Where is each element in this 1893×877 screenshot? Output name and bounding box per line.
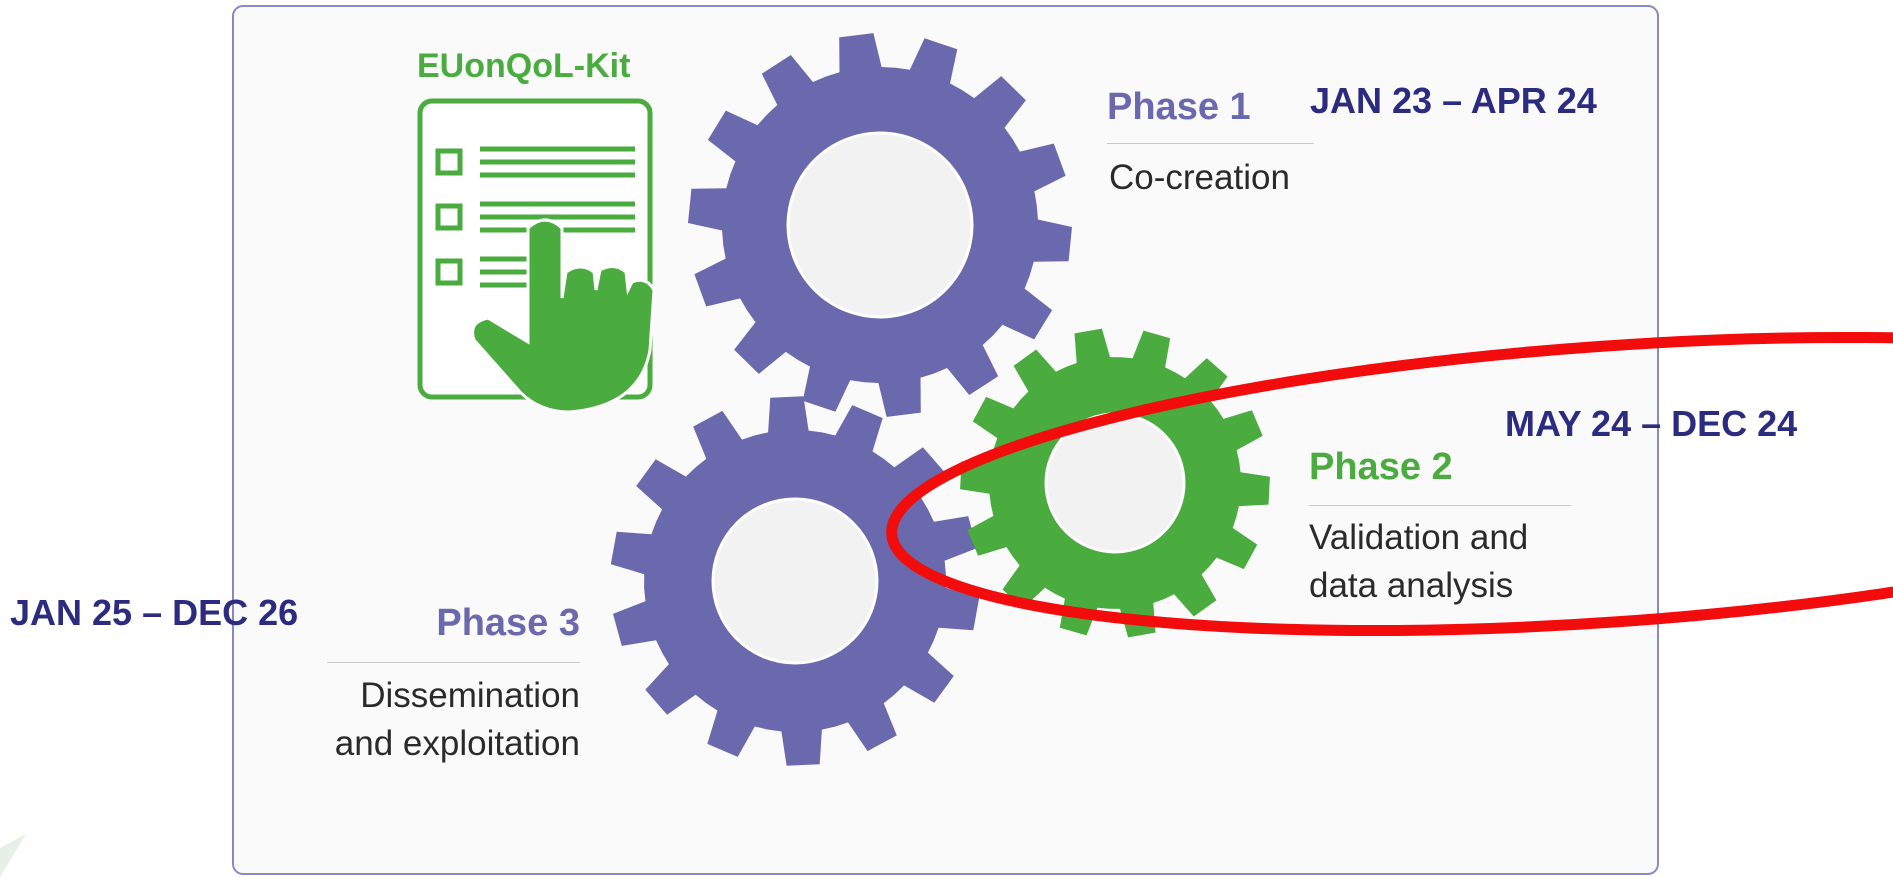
phase2-dates: MAY 24 – DEC 24 [1505,403,1798,444]
phase3-dates: JAN 25 – DEC 26 [10,592,299,633]
gear-phase2-icon [960,328,1270,638]
gear-phase3-icon [610,396,980,766]
phase3-description-line: and exploitation [334,724,580,763]
phase2-description-line: data analysis [1309,566,1514,605]
corner-decoration [0,834,26,877]
gear-phase1-icon [688,33,1072,417]
phase3-description-line: Dissemination [360,676,580,715]
phase1-dates: JAN 23 – APR 24 [1310,80,1597,121]
phase1-title: Phase 1 [1107,86,1251,128]
phase1-description-line: Co-creation [1109,158,1290,197]
phase1-description: Co-creation [1109,154,1290,202]
phase2-description: Validation and data analysis [1309,514,1528,610]
phase3-description: Dissemination and exploitation [335,672,580,768]
pointing-hand-icon [471,218,656,414]
phase2-description-line: Validation and [1309,518,1529,557]
brand-title: EUonQoL-Kit [417,47,631,85]
phase2-divider [1309,505,1571,506]
list-lines [480,146,635,288]
checkbox-icons [435,148,463,286]
highlight-ellipse [886,331,1893,637]
phase3-divider [327,662,580,663]
phase3-title: Phase 3 [436,602,580,644]
phase1-divider [1107,143,1314,144]
phase2-title: Phase 2 [1309,446,1453,488]
checklist-hand-icon [417,98,656,414]
